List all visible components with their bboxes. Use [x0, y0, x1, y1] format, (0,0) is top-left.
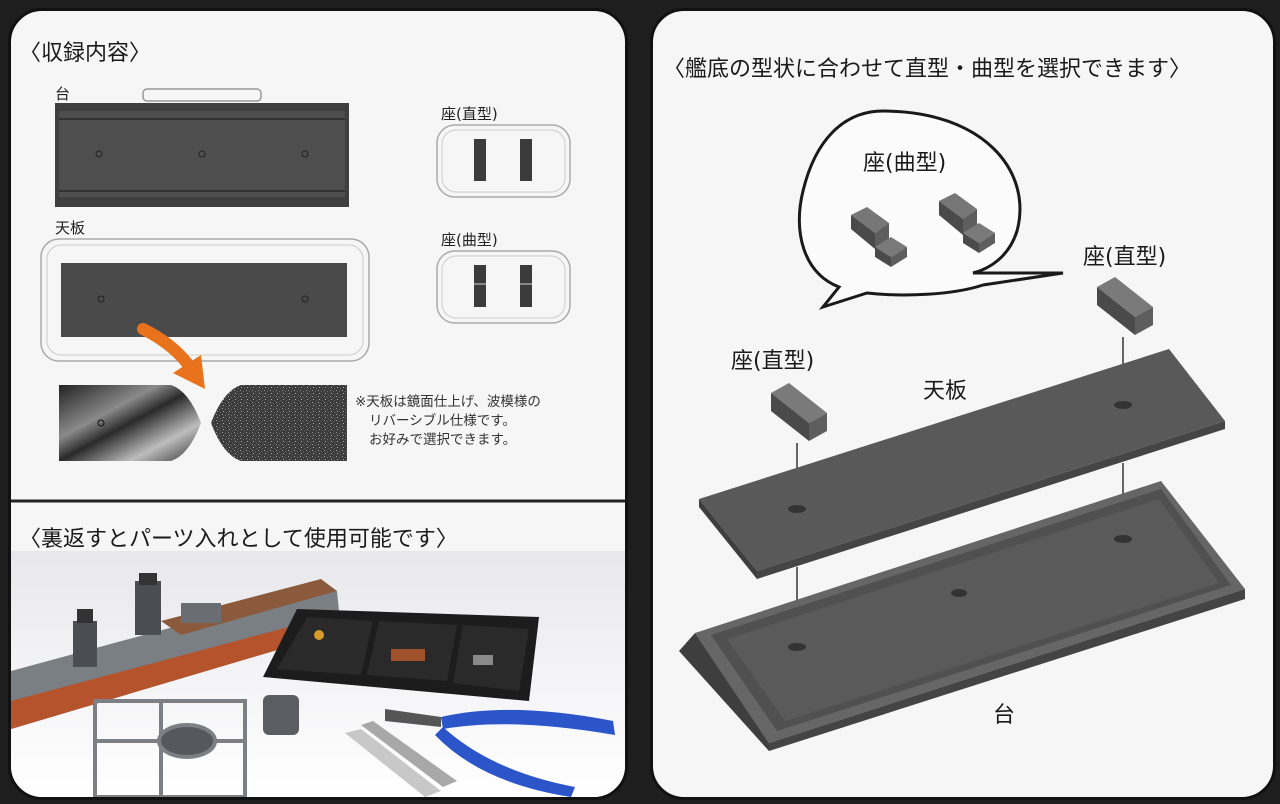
- parts-case-photo: [11, 551, 625, 797]
- sprue-parts: [93, 699, 247, 797]
- reverse-arrow-icon: [137, 323, 205, 389]
- base-label: 台: [993, 703, 1016, 728]
- base-tray: [55, 103, 349, 207]
- curved-seat-icon: [851, 207, 907, 267]
- base-bracket-outline: [142, 88, 262, 102]
- top-plate-3d: [699, 349, 1225, 579]
- note-line: ※天板は鏡面仕上げ、波模様の: [355, 394, 541, 410]
- straight-seat-icon-right: [1097, 277, 1153, 335]
- assembly-diagram: [679, 109, 1245, 751]
- seat-curved-label: 座(曲型): [441, 231, 498, 249]
- parts-case-heading: 〈裏返すとパーツ入れとして使用可能です〉: [19, 527, 458, 552]
- wave-pattern-sample: [211, 385, 347, 461]
- parts-tray: [263, 609, 539, 701]
- straight-seat-label-right: 座(直型): [1083, 245, 1167, 270]
- nippers: [385, 709, 615, 797]
- mirror-finish-sample: [59, 385, 201, 461]
- contents-diagram: [11, 88, 625, 503]
- seat-straight-label: 座(直型): [441, 105, 498, 123]
- tweezers: [345, 721, 457, 797]
- straight-seat-label-left: 座(直型): [731, 349, 815, 374]
- curved-seat-icon: [939, 193, 995, 253]
- note-line: リバーシブル仕様です。: [369, 413, 516, 429]
- reversible-note: ※天板は鏡面仕上げ、波模様の リバーシブル仕様です。 お好みで選択できます。: [355, 393, 541, 450]
- contents-heading: 〈収録内容〉: [19, 41, 152, 66]
- note-line: お好みで選択できます。: [369, 432, 517, 448]
- seat-straight-part: [436, 124, 571, 198]
- small-part: [263, 695, 299, 735]
- top-plate-label: 天板: [55, 219, 86, 237]
- curved-seat-label: 座(曲型): [863, 151, 947, 176]
- seat-curved-part: [436, 250, 571, 324]
- contents-panel: 〈収録内容〉 台 座(直型) 天板 座(曲型) ※天板は鏡面仕上げ、波模様の リ…: [8, 8, 628, 800]
- top-plate-label: 天板: [923, 379, 968, 404]
- top-plate-part: [40, 238, 370, 362]
- seat-selection-panel: 〈艦底の型状に合わせて直型・曲型を選択できます〉 座(曲型) 座(直型) 座(直…: [650, 8, 1276, 800]
- base-label: 台: [55, 85, 71, 103]
- base-3d: [679, 481, 1245, 751]
- seat-selection-heading: 〈艦底の型状に合わせて直型・曲型を選択できます〉: [663, 57, 1192, 82]
- speech-bubble: [797, 109, 1064, 310]
- straight-seat-icon-left: [771, 383, 827, 441]
